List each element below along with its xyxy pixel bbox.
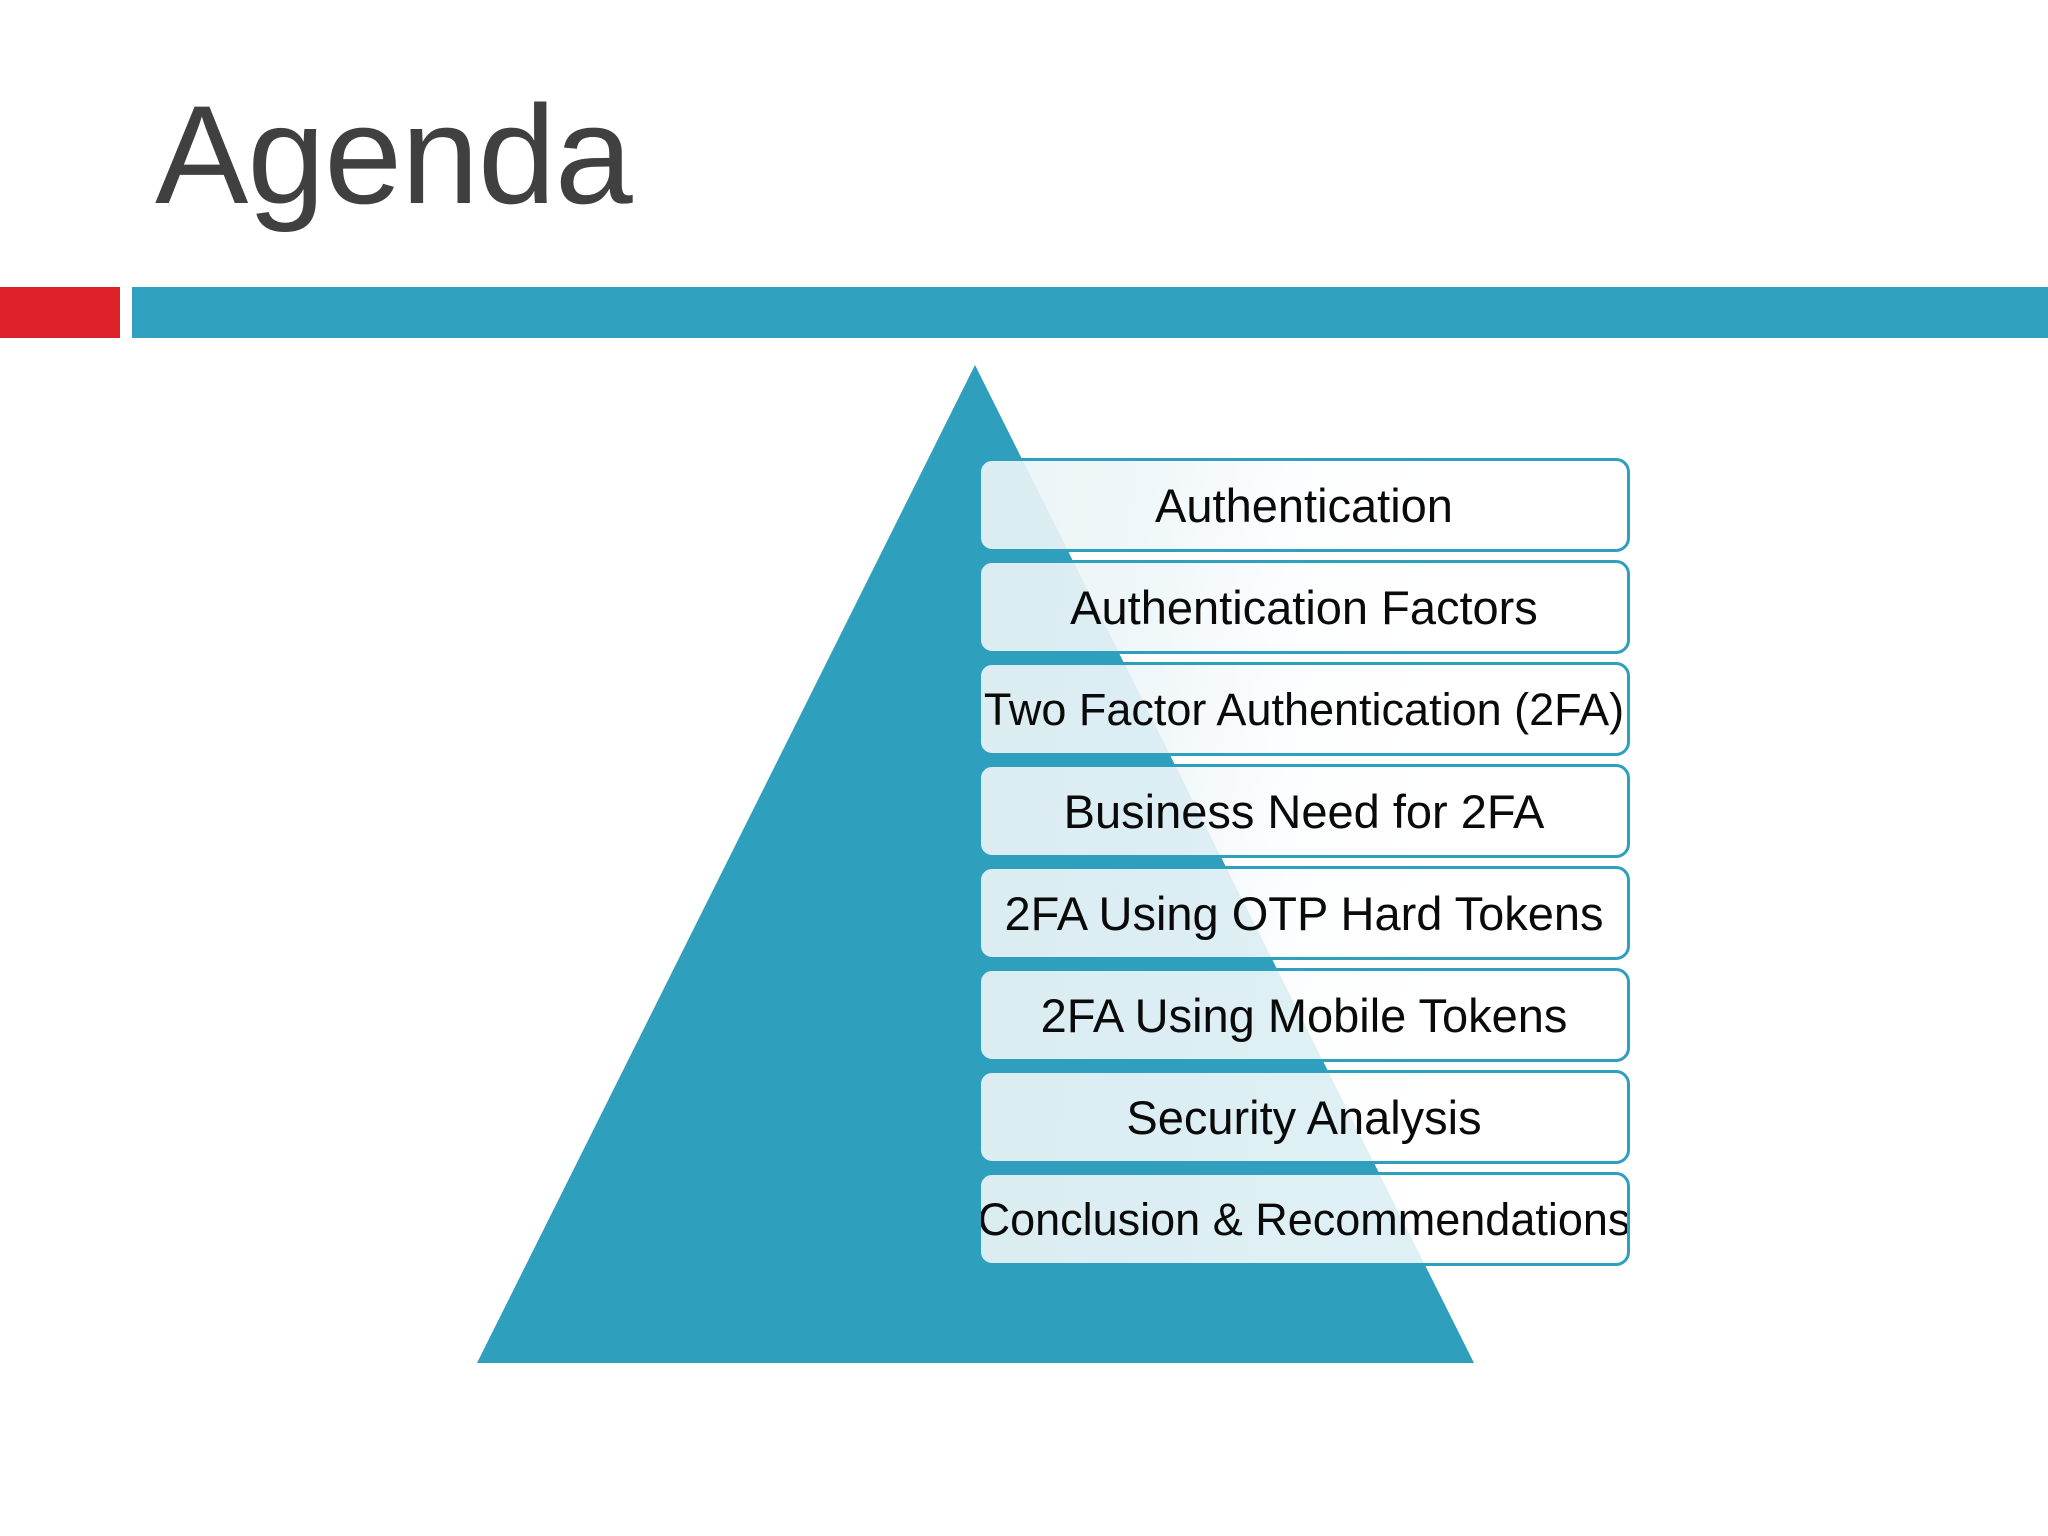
- agenda-item-label: Authentication Factors: [1070, 580, 1538, 634]
- agenda-item-3[interactable]: Two Factor Authentication (2FA): [978, 662, 1630, 756]
- agenda-item-7[interactable]: Security Analysis: [978, 1070, 1630, 1164]
- agenda-item-label: Business Need for 2FA: [1063, 784, 1545, 838]
- agenda-item-label: Authentication: [1155, 478, 1453, 532]
- agenda-item-6[interactable]: 2FA Using Mobile Tokens: [978, 968, 1630, 1062]
- divider-bar: [132, 287, 2048, 338]
- agenda-item-label: Security Analysis: [1126, 1090, 1482, 1144]
- agenda-item-label: Two Factor Authentication (2FA): [983, 683, 1625, 735]
- agenda-item-list: Authentication Authentication Factors Tw…: [978, 458, 1630, 1266]
- agenda-item-label: 2FA Using OTP Hard Tokens: [1004, 886, 1604, 940]
- agenda-item-4[interactable]: Business Need for 2FA: [978, 764, 1630, 858]
- agenda-item-label: 2FA Using Mobile Tokens: [1040, 988, 1568, 1042]
- agenda-item-label: Conclusion & Recommendations: [978, 1193, 1630, 1245]
- agenda-item-1[interactable]: Authentication: [978, 458, 1630, 552]
- agenda-item-2[interactable]: Authentication Factors: [978, 560, 1630, 654]
- agenda-item-5[interactable]: 2FA Using OTP Hard Tokens: [978, 866, 1630, 960]
- divider-accent-block: [0, 287, 120, 338]
- page-title: Agenda: [155, 76, 633, 233]
- agenda-item-8[interactable]: Conclusion & Recommendations: [978, 1172, 1630, 1266]
